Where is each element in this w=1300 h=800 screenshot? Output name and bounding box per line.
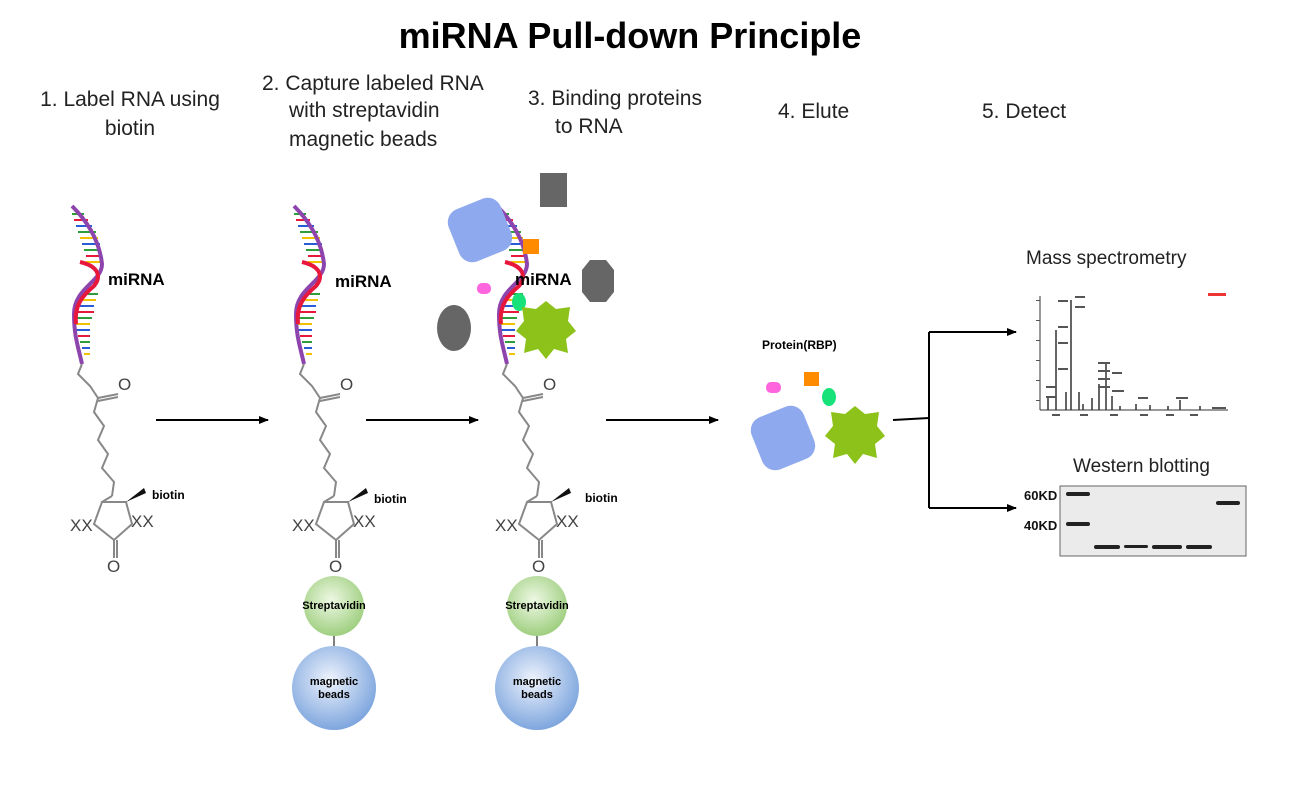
xx-left-3: XX (495, 516, 518, 535)
protein-gray-octagon (582, 260, 614, 302)
protein-orange-square-bound (523, 239, 539, 254)
protein-mint-eluted (822, 388, 836, 406)
step-1-line-1: 1. Label RNA using (40, 88, 220, 111)
step-3-line-2: to RNA (555, 115, 623, 138)
step-1-line-2: biotin (105, 117, 155, 140)
oxygen-label-2: O (340, 375, 353, 394)
protein-gray-square (540, 173, 567, 207)
xx-right-1: XX (131, 512, 154, 531)
protein-gray-oval (437, 305, 471, 351)
protein-pink-eluted (766, 382, 781, 393)
mass-spec-spectrum (1036, 293, 1228, 416)
oxygen-label-3: O (543, 375, 556, 394)
streptavidin-label-2: Streptavidin (302, 600, 366, 612)
rna-strand-2 (292, 204, 370, 560)
magnetic-label-2: magnetic (310, 676, 358, 688)
protein-orange-eluted (804, 372, 819, 386)
step-3-line-1: 3. Binding proteins (528, 87, 702, 110)
xx-right-2: XX (353, 512, 376, 531)
step-2-line-3: magnetic beads (289, 128, 437, 151)
rna-strand-3 (495, 204, 573, 560)
oxygen-bottom-2: O (329, 557, 342, 576)
protein-blue-bound (443, 193, 517, 267)
oxygen-bottom-3: O (532, 557, 545, 576)
mirna-label-1: miRNA (108, 270, 165, 289)
kd-60-label: 60KD (1024, 488, 1057, 503)
xx-left-1: XX (70, 516, 93, 535)
mirna-label-2: miRNA (335, 272, 392, 291)
magnetic-label-3: magnetic (513, 676, 561, 688)
protein-mint-bound (512, 293, 526, 311)
xx-right-3: XX (556, 512, 579, 531)
biotin-label-3: biotin (585, 491, 618, 505)
mass-spec-label: Mass spectrometry (1026, 248, 1187, 269)
magnetic-bead-2 (292, 646, 376, 730)
xx-left-2: XX (292, 516, 315, 535)
streptavidin-label-3: Streptavidin (505, 600, 569, 612)
magnetic-bead-3 (495, 646, 579, 730)
beads-label-2: beads (318, 689, 350, 701)
rna-strand-1 (70, 204, 148, 560)
biotin-label-2: biotin (374, 492, 407, 506)
oxygen-label-1: O (118, 375, 131, 394)
mirna-label-3: miRNA (515, 270, 572, 289)
kd-40-label: 40KD (1024, 518, 1057, 533)
protein-pink-bound (477, 283, 491, 294)
step-2-line-2: with streptavidin (288, 99, 440, 122)
step-4-label: 4. Elute (778, 100, 849, 123)
protein-rbp-label: Protein(RBP) (762, 338, 837, 352)
protein-blue-eluted (746, 401, 820, 475)
western-blot (1059, 485, 1247, 557)
streptavidin-sphere-3 (507, 576, 567, 636)
biotin-label-1: biotin (152, 488, 185, 502)
step-5-label: 5. Detect (982, 100, 1066, 123)
beads-label-3: beads (521, 689, 553, 701)
protein-green-eluted (825, 406, 885, 464)
streptavidin-sphere-2 (304, 576, 364, 636)
oxygen-bottom-1: O (107, 557, 120, 576)
page-title: miRNA Pull-down Principle (399, 15, 862, 56)
western-label: Western blotting (1073, 456, 1210, 477)
protein-green-bound (516, 301, 576, 359)
step-2-line-1: 2. Capture labeled RNA (262, 72, 484, 95)
